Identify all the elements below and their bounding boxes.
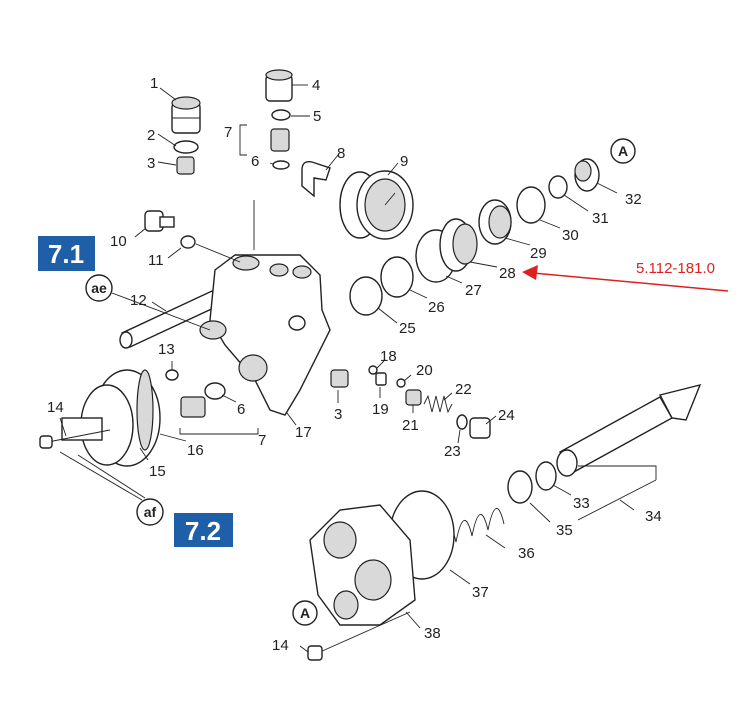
part-ring-33 <box>535 461 557 491</box>
label-3: 3 <box>147 155 155 172</box>
label-36: 36 <box>518 545 535 562</box>
svg-text:A: A <box>300 605 310 621</box>
part-sleeve-28 <box>439 218 478 272</box>
label-6: 6 <box>251 153 259 170</box>
part-plug-1 <box>171 96 201 134</box>
part-ring-3-lower <box>330 369 349 388</box>
label-16: 16 <box>187 442 204 459</box>
part-screw-10 <box>144 210 175 232</box>
part-18 <box>368 365 378 375</box>
label-2: 2 <box>147 127 155 144</box>
label-5: 5 <box>313 108 321 125</box>
part-19 <box>375 372 387 386</box>
svg-text:af: af <box>144 504 157 520</box>
part-21 <box>405 389 422 406</box>
label-22: 22 <box>455 381 472 398</box>
part-spring-22 <box>423 394 453 414</box>
label-31: 31 <box>592 210 609 227</box>
part-seal-16 <box>136 369 154 451</box>
part-washer-35 <box>507 470 533 504</box>
label-21: 21 <box>402 417 419 434</box>
label-17: 17 <box>295 424 312 441</box>
part-oring-6-top <box>272 160 290 170</box>
section-label-7-2: 7.2 <box>174 513 233 547</box>
label-10: 10 <box>110 233 127 250</box>
part-gauge-9 <box>339 170 414 240</box>
part-washer-11 <box>180 235 196 249</box>
label-11: 11 <box>148 252 164 269</box>
part-oring-2 <box>173 140 199 154</box>
label-4: 4 <box>312 77 320 94</box>
part-oring-6-lower <box>204 382 226 400</box>
label-25: 25 <box>399 320 416 337</box>
part-seal-32 <box>574 158 600 192</box>
svg-text:A: A <box>618 143 628 159</box>
svg-text:ae: ae <box>91 280 107 296</box>
part-20 <box>396 378 406 388</box>
part-code-label: 5.112-181.0 <box>636 260 715 277</box>
part-screw-14-lower <box>307 611 411 661</box>
ref-bubble-af: af <box>136 498 164 526</box>
leader-lines <box>59 84 657 653</box>
label-29: 29 <box>530 245 547 262</box>
label-30: 30 <box>562 227 579 244</box>
label-20: 20 <box>416 362 433 379</box>
label-7-lower: 7 <box>258 432 266 449</box>
label-24: 24 <box>498 407 515 424</box>
label-37: 37 <box>472 584 489 601</box>
label-27: 27 <box>465 282 482 299</box>
label-28: 28 <box>499 265 516 282</box>
label-12: 12 <box>130 292 147 309</box>
label-14-lower: 14 <box>272 637 289 654</box>
part-oring-5 <box>271 109 291 121</box>
svg-text:7.1: 7.1 <box>48 239 84 269</box>
part-ring-26 <box>380 256 414 298</box>
label-23: 23 <box>444 443 461 460</box>
label-18: 18 <box>380 348 397 365</box>
part-housing-17 <box>199 254 331 416</box>
label-3-lower: 3 <box>334 406 342 423</box>
part-washer-30 <box>516 186 546 224</box>
ref-bubble-a-bottom: A <box>292 600 318 626</box>
part-screw-14 <box>39 429 111 449</box>
label-6-lower: 6 <box>237 401 245 418</box>
svg-text:7.2: 7.2 <box>185 516 221 546</box>
part-oring-23 <box>456 414 468 430</box>
label-14: 14 <box>47 399 64 416</box>
part-bracket-38 <box>309 504 416 626</box>
label-15: 15 <box>149 463 166 480</box>
part-number-labels: 1 2 3 4 5 7 6 8 9 10 11 12 13 14 15 16 6… <box>47 75 662 654</box>
part-elbow-8 <box>301 160 331 198</box>
label-1: 1 <box>150 75 158 92</box>
label-32: 32 <box>625 191 642 208</box>
label-35: 35 <box>556 522 573 539</box>
part-ring-3 <box>176 156 195 175</box>
part-oring-13 <box>165 369 179 381</box>
label-8: 8 <box>337 145 345 162</box>
part-seal-25 <box>349 276 383 316</box>
part-code-annotation: 5.112-181.0 <box>522 260 729 292</box>
part-sleeve-29 <box>478 199 512 245</box>
ref-bubble-ae: ae <box>85 274 113 302</box>
label-38: 38 <box>424 625 441 642</box>
part-plunger-34 <box>556 383 702 477</box>
ref-bubble-a-top: A <box>610 138 636 164</box>
label-33: 33 <box>573 495 590 512</box>
part-valve-7-lower <box>180 396 206 418</box>
label-9: 9 <box>400 153 408 170</box>
part-ring-31 <box>548 175 568 199</box>
label-26: 26 <box>428 299 445 316</box>
label-19: 19 <box>372 401 389 418</box>
label-7: 7 <box>224 124 232 141</box>
part-plug-24 <box>469 417 491 439</box>
part-valve-7 <box>270 128 290 152</box>
label-34: 34 <box>645 508 662 525</box>
part-plug-4 <box>265 69 293 102</box>
label-13: 13 <box>158 341 175 358</box>
section-label-7-1: 7.1 <box>38 236 95 271</box>
